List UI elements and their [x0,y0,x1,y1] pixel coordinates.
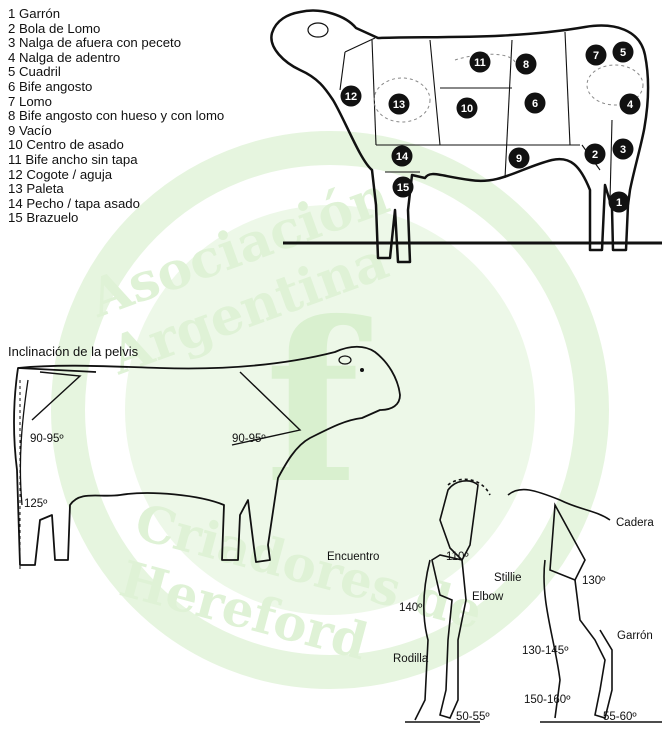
label-stillie: Stillie [494,572,521,584]
leg-skeletons [0,0,662,729]
rear-angle-pastern-joint: 150-160º [524,694,570,706]
label-garron: Garrón [617,630,653,642]
label-cadera: Cadera [616,517,654,529]
rear-angle-stifle: 130º [582,575,605,587]
rear-angle-pastern: 55-60º [603,711,637,723]
front-angle-elbow: 140º [399,602,422,614]
front-angle-pastern: 50-55º [456,711,490,723]
rear-angle-hock: 130-145º [522,645,568,657]
label-rodilla: Rodilla [393,653,428,665]
label-encuentro: Encuentro [327,551,379,563]
label-elbow: Elbow [472,591,503,603]
front-angle-top: 110º [446,551,469,563]
diagram-canvas: f Asociación Argentina Criadores de Here… [0,0,662,729]
